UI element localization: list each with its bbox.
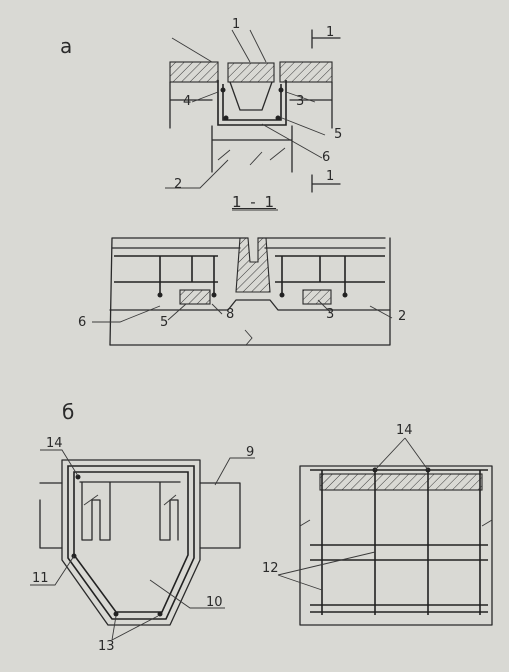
label-14-left: 14 bbox=[46, 436, 63, 451]
section-label-3: 3 bbox=[326, 307, 335, 322]
label-3: 3 bbox=[296, 94, 305, 109]
leader-b14 bbox=[40, 449, 79, 477]
left-slab-hatched bbox=[169, 61, 219, 83]
bar-dot bbox=[279, 292, 285, 298]
elevation-break bbox=[299, 519, 493, 527]
label-9: 9 bbox=[246, 445, 255, 460]
leader-b13 bbox=[111, 615, 159, 641]
center-insert-wedge bbox=[229, 81, 273, 111]
view-b-elevation bbox=[277, 437, 493, 626]
left-cage-bars bbox=[114, 255, 218, 283]
leader-s6 bbox=[92, 305, 161, 323]
section-1-1 bbox=[92, 209, 393, 346]
label-10: 10 bbox=[206, 595, 223, 610]
column-outline bbox=[211, 125, 293, 173]
right-slab-hatched bbox=[279, 61, 333, 83]
leader-s2 bbox=[369, 305, 393, 319]
bar-dot bbox=[342, 292, 348, 298]
bar-dot bbox=[220, 87, 226, 93]
leader-b11 bbox=[30, 555, 75, 586]
section-label-8: 8 bbox=[226, 307, 235, 322]
bar-dot bbox=[157, 611, 163, 617]
bar-dot bbox=[278, 87, 284, 93]
label-1: 1 bbox=[232, 17, 241, 32]
right-slab-outline bbox=[289, 81, 333, 129]
label-12: 12 bbox=[262, 561, 279, 576]
view-b-label: б bbox=[62, 400, 75, 424]
leader-r12 bbox=[277, 551, 376, 591]
bar-dot bbox=[223, 115, 229, 121]
leader-3 bbox=[285, 91, 316, 103]
leader-4 bbox=[191, 91, 219, 103]
bar-dot bbox=[75, 474, 81, 480]
leader-b10 bbox=[149, 579, 225, 609]
right-pad bbox=[302, 289, 332, 305]
right-cage-bars bbox=[275, 255, 385, 283]
cut-mark-bottom bbox=[311, 174, 341, 193]
shell-cage-outer bbox=[67, 465, 195, 620]
view-a-detail bbox=[165, 29, 341, 193]
left-pad bbox=[179, 289, 211, 305]
bar-dot bbox=[157, 292, 163, 298]
section-outline-top bbox=[109, 237, 386, 346]
cut-label-top: 1 bbox=[326, 25, 335, 40]
label-11: 11 bbox=[32, 571, 49, 586]
leader-5 bbox=[281, 117, 326, 136]
bar-dot bbox=[211, 292, 217, 298]
inner-texture bbox=[83, 494, 177, 506]
section-label-6: 6 bbox=[78, 315, 87, 330]
cut-label-bottom: 1 bbox=[326, 169, 335, 184]
joint-fill bbox=[235, 237, 271, 293]
u-cage-inner bbox=[222, 84, 282, 121]
leader-b9 bbox=[214, 457, 255, 486]
cut-mark-top bbox=[311, 29, 341, 49]
beam-top bbox=[109, 299, 391, 311]
label-13: 13 bbox=[98, 639, 115, 654]
center-insert-hatched bbox=[227, 62, 275, 83]
left-slab-outline bbox=[169, 81, 213, 129]
bar-dot bbox=[113, 611, 119, 617]
label-4: 4 bbox=[183, 94, 192, 109]
leader-6 bbox=[261, 123, 323, 159]
elevation-slab bbox=[319, 473, 483, 491]
leader-s3 bbox=[317, 299, 331, 313]
column-texture bbox=[217, 147, 286, 166]
u-cage-outer bbox=[217, 80, 287, 126]
view-a-label: а bbox=[60, 34, 73, 58]
label-14-right: 14 bbox=[396, 423, 413, 438]
leader-r14 bbox=[374, 437, 429, 471]
right-cage-stirrups bbox=[281, 256, 346, 295]
elevation-horizontal-bars bbox=[310, 469, 488, 613]
left-cage-stirrups bbox=[159, 256, 215, 295]
view-b-cross-section bbox=[30, 449, 255, 641]
leader-top-left bbox=[171, 37, 213, 63]
side-slabs bbox=[39, 482, 241, 549]
label-2: 2 bbox=[174, 177, 183, 192]
section-title: 1 - 1 bbox=[232, 193, 277, 211]
inner-slab-ribs bbox=[79, 481, 181, 541]
label-6: 6 bbox=[322, 150, 331, 165]
leader-s5 bbox=[167, 303, 187, 321]
break-mark bbox=[244, 329, 253, 346]
section-label-2: 2 bbox=[398, 309, 407, 324]
beam-outline bbox=[109, 237, 391, 346]
leader-s8 bbox=[211, 303, 223, 315]
elevation-frame bbox=[299, 465, 493, 626]
shell-outer bbox=[61, 459, 201, 626]
elevation-vertical-bars bbox=[321, 470, 481, 615]
bar-dot bbox=[275, 115, 281, 121]
leader-2 bbox=[165, 159, 229, 189]
leader-1 bbox=[231, 29, 267, 63]
label-5: 5 bbox=[334, 127, 343, 142]
section-label-5: 5 bbox=[160, 315, 169, 330]
